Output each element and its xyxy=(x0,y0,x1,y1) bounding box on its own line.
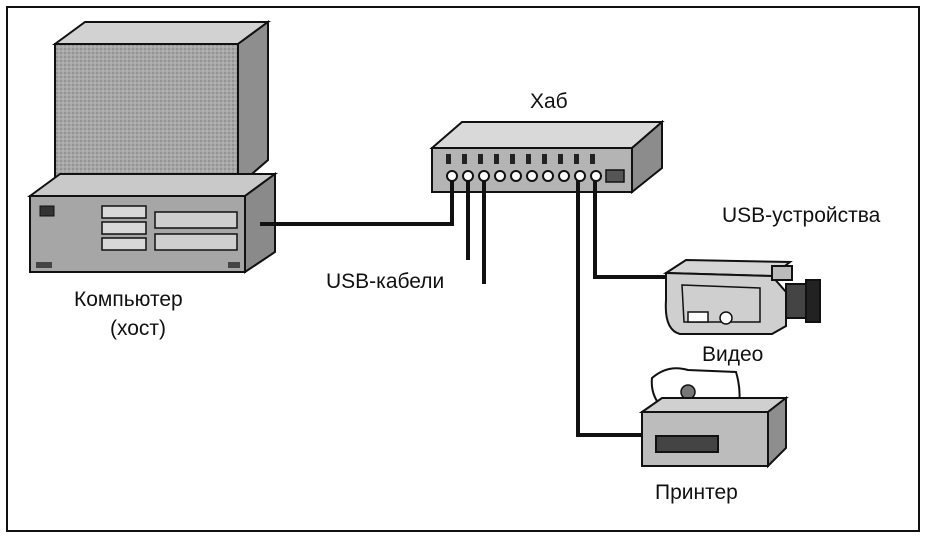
video-camera-illustration xyxy=(662,258,821,335)
usb-cables xyxy=(260,180,670,437)
printer-label: Принтер xyxy=(655,481,738,504)
hub-illustration xyxy=(429,119,665,195)
usb-cables-label: USB-кабели xyxy=(326,270,445,293)
host-label: (хост) xyxy=(110,317,167,340)
video-label: Видео xyxy=(702,343,764,366)
usb-devices-label: USB-устройства xyxy=(722,204,881,227)
printer-illustration xyxy=(638,367,789,469)
computer-label: Компьютер xyxy=(74,288,183,311)
computer-illustration xyxy=(26,20,279,274)
hub-label: Хаб xyxy=(530,90,568,113)
